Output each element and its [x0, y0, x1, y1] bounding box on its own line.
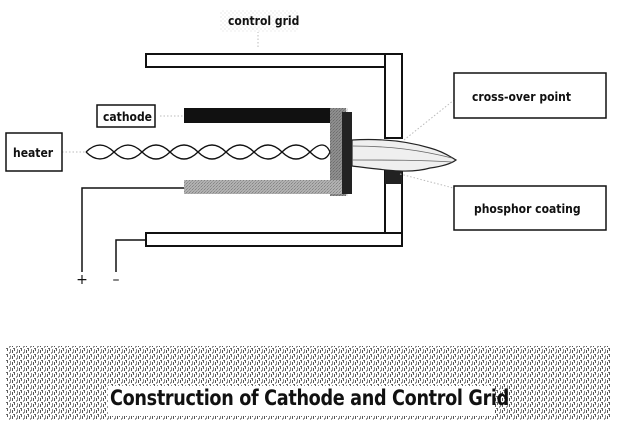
figure-caption: Construction of Cathode and Control Grid	[110, 386, 509, 410]
heater-filament	[85, 144, 331, 160]
lead-wires	[81, 187, 184, 272]
positive-terminal: +	[76, 272, 88, 288]
svg-text:cross-over point: cross-over point	[472, 90, 571, 104]
leader-lines	[62, 28, 481, 196]
electron-beam	[351, 138, 458, 172]
cathode	[184, 108, 352, 196]
svg-text:phosphor coating: phosphor coating	[474, 202, 581, 216]
caption-backdrop	[108, 386, 494, 416]
label-cathode: cathode	[96, 104, 156, 128]
svg-text:heater: heater	[13, 146, 54, 160]
svg-text:control grid: control grid	[228, 14, 299, 28]
label-control-grid: control grid	[220, 10, 299, 32]
svg-text:cathode: cathode	[103, 110, 152, 124]
negative-terminal: –	[113, 272, 120, 288]
label-cross-over-point: cross-over point	[453, 72, 607, 119]
label-phosphor-coating: phosphor coating	[453, 185, 607, 231]
label-heater: heater	[5, 132, 63, 172]
